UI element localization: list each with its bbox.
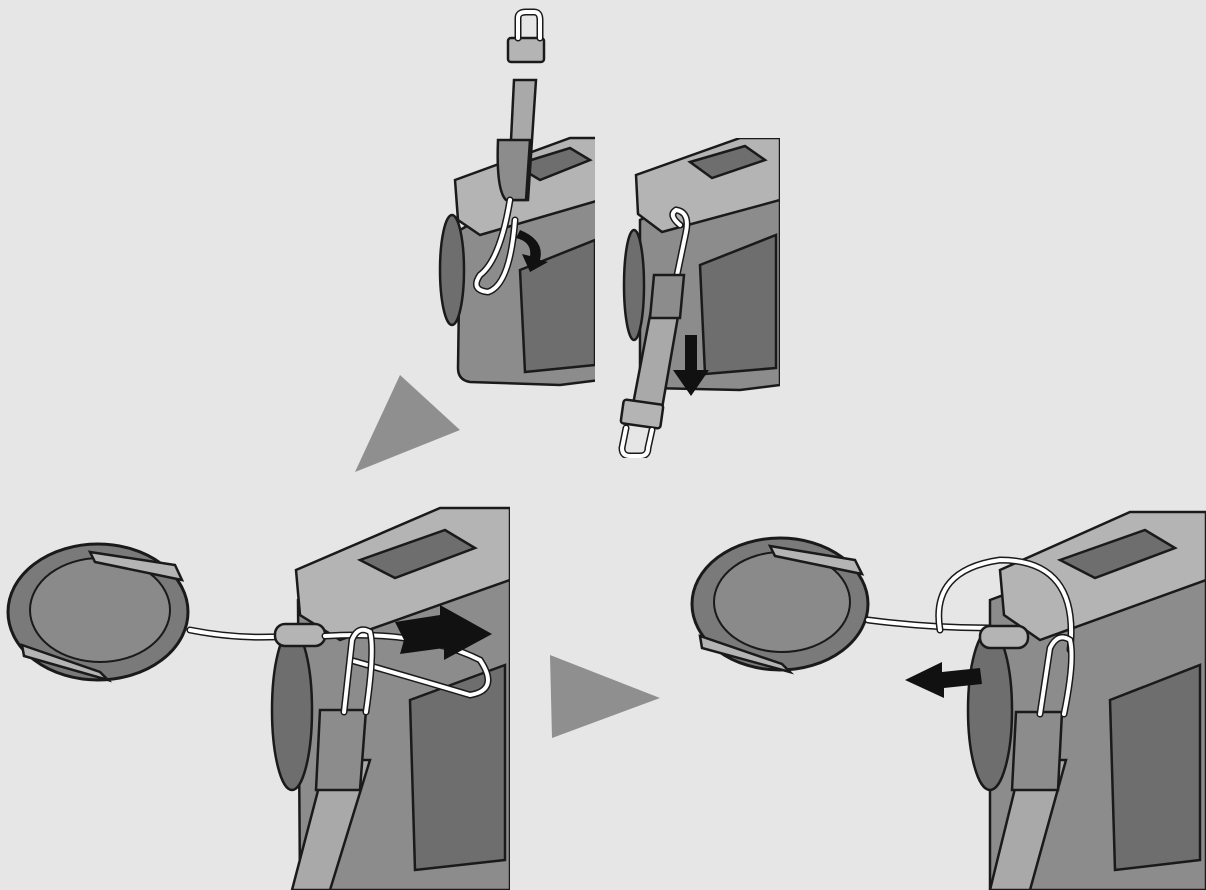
lens-barrel: [622, 228, 646, 342]
string-loop: [670, 207, 689, 282]
arrow-pointing-down-icon: [673, 335, 709, 396]
lens-barrel: [438, 213, 466, 327]
lens-cap: [690, 536, 870, 675]
lens-barrel: [966, 628, 1014, 792]
strap-buckle: [506, 36, 546, 64]
cap-cord: [866, 618, 992, 630]
strap-loop: [619, 426, 654, 458]
strap-grip: [648, 273, 686, 320]
string-loop: [1038, 635, 1074, 716]
hot-shoe: [687, 144, 768, 180]
cord-loop: [323, 633, 490, 698]
lens-barrel: [270, 628, 314, 792]
strap-loop: [516, 10, 542, 40]
step-arrow-icon: [355, 375, 460, 472]
strap-grip: [1010, 710, 1064, 792]
cord-adjuster: [978, 624, 1030, 650]
hot-shoe: [1056, 528, 1178, 580]
rear-screen: [518, 238, 595, 374]
cord-adjuster: [273, 622, 327, 648]
rear-screen: [1108, 663, 1202, 872]
rear-screen: [698, 233, 778, 376]
hot-shoe: [511, 146, 593, 182]
double-arrow-left-right-icon: [395, 605, 492, 660]
arrow-curving-down-icon: [516, 230, 548, 272]
strap-buckle: [619, 398, 665, 430]
step-4-panel: [690, 510, 1206, 890]
arrow-pointing-left-icon: [905, 662, 982, 698]
strap-grip: [496, 138, 532, 202]
string-loop: [342, 627, 374, 714]
step-1-panel: [438, 8, 595, 387]
cord-outline: [514, 8, 544, 42]
lens-cap: [6, 542, 190, 683]
string-loop: [474, 198, 517, 295]
strap-grip: [314, 708, 368, 792]
cord-loop: [936, 557, 1074, 652]
step-3-panel: [6, 506, 510, 890]
hot-shoe: [356, 528, 478, 580]
step-2-panel: [618, 138, 780, 458]
step-arrow-icon: [550, 655, 660, 738]
rear-screen: [408, 663, 507, 872]
